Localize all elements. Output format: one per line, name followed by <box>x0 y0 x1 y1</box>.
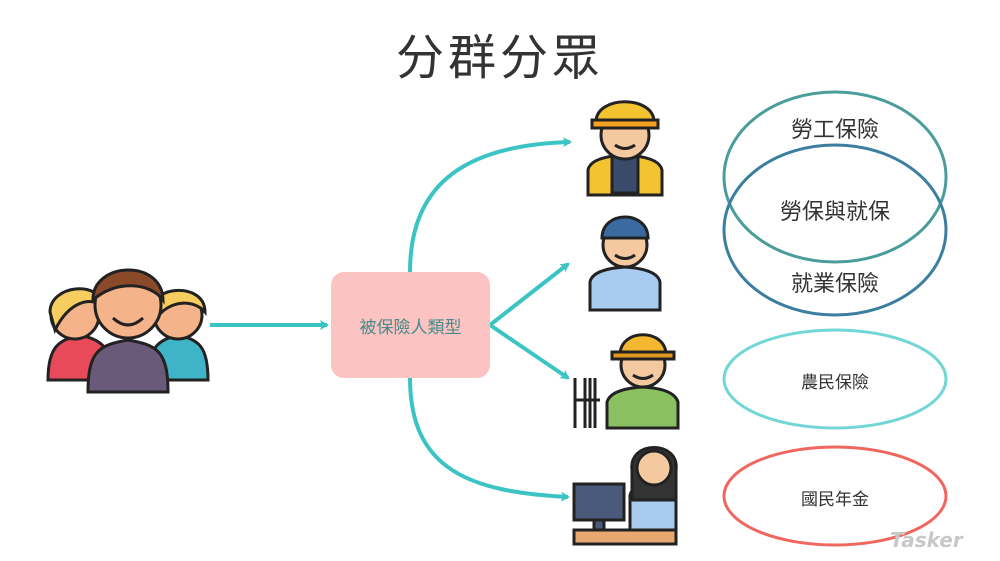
employment-insurance-label: 就業保險 <box>790 272 879 297</box>
insured-type-label: 被保險人類型 <box>359 317 462 338</box>
employment-insurance-ellipse <box>722 143 948 317</box>
construction-worker-icon <box>586 100 664 197</box>
people-group-icon <box>46 268 210 394</box>
farmer-insurance-ellipse <box>722 328 948 430</box>
labor-insurance-ellipse <box>722 90 948 264</box>
arrow-to-farmer <box>488 323 570 380</box>
office-worker-icon <box>572 446 678 546</box>
overlap-label: 勞保與就保 <box>779 200 890 225</box>
page-title: 分群分眾 <box>395 30 604 86</box>
insured-type-box: 被保險人類型 <box>331 272 490 378</box>
arrow-to-mechanic <box>488 262 570 327</box>
arrow-to-office-worker <box>408 377 570 502</box>
labor-insurance-label: 勞工保險 <box>790 118 879 143</box>
farmer-icon <box>573 333 680 430</box>
national-pension-label: 國民年金 <box>801 490 869 510</box>
national-pension-ellipse <box>722 445 948 547</box>
mechanic-icon <box>588 215 662 312</box>
farmer-insurance-label: 農民保險 <box>801 373 869 393</box>
watermark: Tasker <box>890 528 963 552</box>
arrow-to-construction-worker <box>408 137 572 273</box>
